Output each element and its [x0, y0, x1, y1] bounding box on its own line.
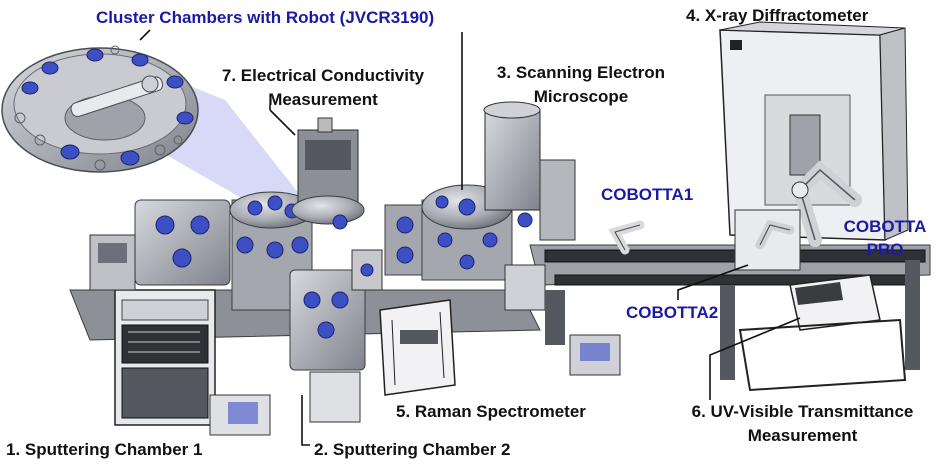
cobotta1-arm — [608, 220, 645, 255]
label-electrical-conductivity-line2: Measurement — [268, 90, 378, 109]
cluster-chamber-left — [229, 191, 315, 311]
cluster-chamber-inset — [1, 45, 199, 173]
cobotta-pro-arm — [791, 160, 862, 247]
label-sputtering-chamber-1: 1. Sputtering Chamber 1 — [6, 440, 203, 459]
label-cobotta2: COBOTTA2 — [626, 303, 719, 322]
conveyor-rails — [544, 249, 926, 380]
label-uv-visible-line1: 6. UV-Visible Transmittance — [691, 402, 914, 421]
raman-spectrometer — [379, 264, 546, 396]
scanning-electron-microscope — [483, 101, 576, 241]
label-cobotta-pro-line2: PRO — [866, 240, 904, 259]
x-ray-diffractometer — [719, 21, 909, 241]
uv-visible-spectrometer — [738, 274, 907, 392]
label-sem-line1: 3. Scanning Electron — [496, 63, 666, 82]
left-chamber-cluster — [89, 199, 231, 291]
sputtering-chamber-1-rack — [114, 289, 271, 436]
label-sputtering-chamber-2: 2. Sputtering Chamber 2 — [314, 440, 511, 459]
label-cobotta-pro-line1: COBOTTA — [843, 217, 927, 236]
label-cobotta1: COBOTTA1 — [601, 185, 694, 204]
cobotta2-station — [734, 209, 801, 271]
label-raman-spectrometer: 5. Raman Spectrometer — [396, 402, 586, 421]
sputtering-chamber-2 — [289, 249, 383, 423]
electrical-conductivity-unit — [291, 117, 365, 230]
leader-lines — [139, 29, 801, 446]
label-uv-visible-line2: Measurement — [747, 426, 858, 445]
label-electrical-conductivity-line1: 7. Electrical Conductivity — [221, 66, 425, 85]
cluster-chamber-right — [421, 184, 513, 281]
label-sem-line2: Microscope — [533, 87, 629, 106]
transfer-chambers — [384, 204, 426, 276]
label-cluster-chambers: Cluster Chambers with Robot (JVCR3190) — [96, 8, 435, 27]
label-xray-diffractometer: 4. X-ray Diffractometer — [686, 6, 869, 25]
